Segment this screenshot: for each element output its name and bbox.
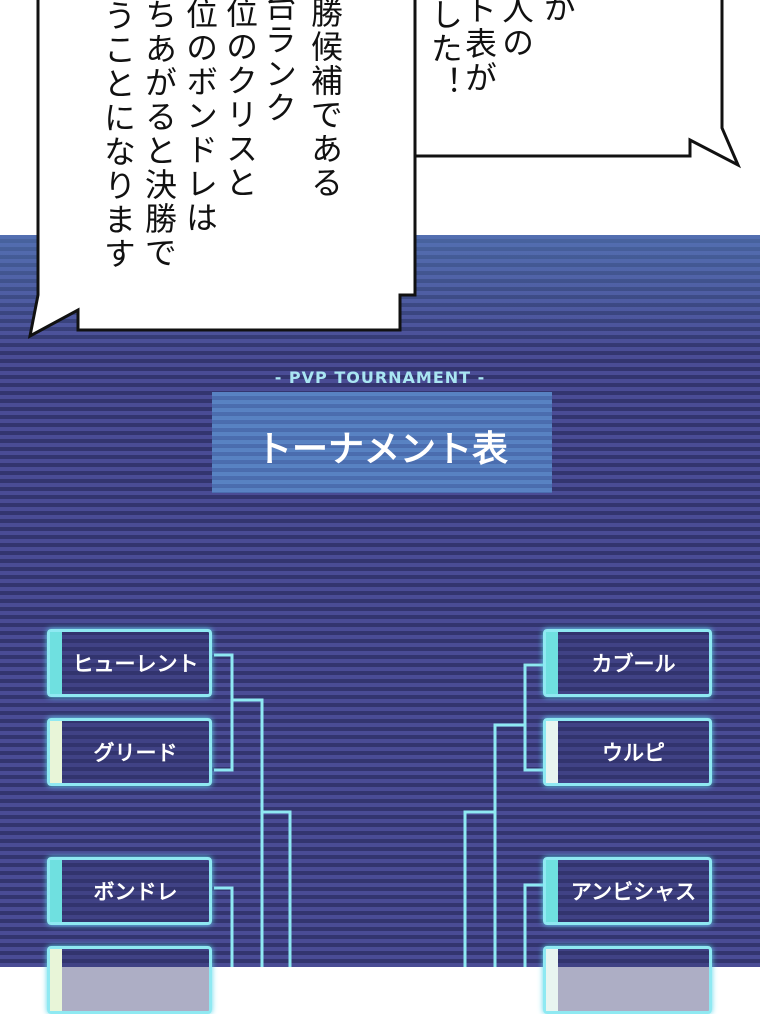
- bracket-line: [523, 663, 543, 772]
- bubble-text-column: 位のボンドレは: [181, 0, 219, 235]
- bracket-line: [523, 883, 543, 967]
- speech-bubbles: [27, 0, 742, 967]
- bubble-text-column: した！: [426, 0, 464, 100]
- bracket-slot-left-1: ヒューレント: [47, 629, 212, 697]
- tournament-subtitle: - PVP TOURNAMENT -: [274, 368, 486, 387]
- bracket-line: [214, 886, 234, 967]
- bracket-line: [262, 810, 292, 967]
- player-name: [558, 949, 709, 1011]
- player-name: グリード: [93, 741, 178, 765]
- bubble-text-column: が: [539, 0, 577, 25]
- player-name: ボンドレ: [93, 880, 178, 904]
- bubble-text-column: 台ランク: [260, 0, 298, 125]
- striped-background: [0, 235, 760, 967]
- bracket-slot-right-3: アンビシャス: [543, 857, 712, 925]
- slot-accent-bar: [50, 949, 62, 1011]
- bracket-line: [493, 723, 525, 967]
- player-name: ウルピ: [602, 741, 665, 765]
- slot-accent-bar: [50, 632, 62, 694]
- slot-accent-bar: [546, 721, 558, 783]
- bracket-line: [214, 653, 234, 772]
- slot-accent-bar: [546, 632, 558, 694]
- bubble-text-column: ちあがると決勝で: [140, 0, 178, 270]
- bubble-text-column: うことになります: [99, 0, 137, 271]
- bubble-text-column: ト表が: [460, 0, 498, 95]
- bracket-slot-right-1: カブール: [543, 629, 712, 697]
- bracket-slot-right-2: ウルピ: [543, 718, 712, 786]
- player-name: アンビシャス: [570, 880, 697, 904]
- speech-bubble-left: [27, 0, 417, 339]
- bracket-lines: [214, 653, 543, 967]
- bubble-text-column: 勝候補である: [306, 0, 344, 200]
- bracket-slot-right-4: [543, 946, 712, 1014]
- slot-accent-bar: [546, 949, 558, 1011]
- bracket-line: [463, 810, 495, 967]
- bracket-slot-left-3: ボンドレ: [47, 857, 212, 925]
- slot-accent-bar: [50, 860, 62, 922]
- slot-accent-bar: [50, 721, 62, 783]
- bracket-line: [232, 698, 264, 967]
- speech-bubble-right: [413, 0, 742, 169]
- player-name: [62, 949, 209, 1011]
- bubble-text-column: 位のクリスと: [221, 0, 259, 200]
- tournament-title: トーナメント表: [255, 429, 508, 470]
- title-panel: [212, 392, 552, 493]
- bracket-slot-left-2: グリード: [47, 718, 212, 786]
- player-name: ヒューレント: [72, 652, 199, 676]
- bracket-slot-left-4: [47, 946, 212, 1014]
- bubble-text-column: 人の: [497, 0, 535, 60]
- slot-accent-bar: [546, 860, 558, 922]
- player-name: カブール: [591, 652, 676, 676]
